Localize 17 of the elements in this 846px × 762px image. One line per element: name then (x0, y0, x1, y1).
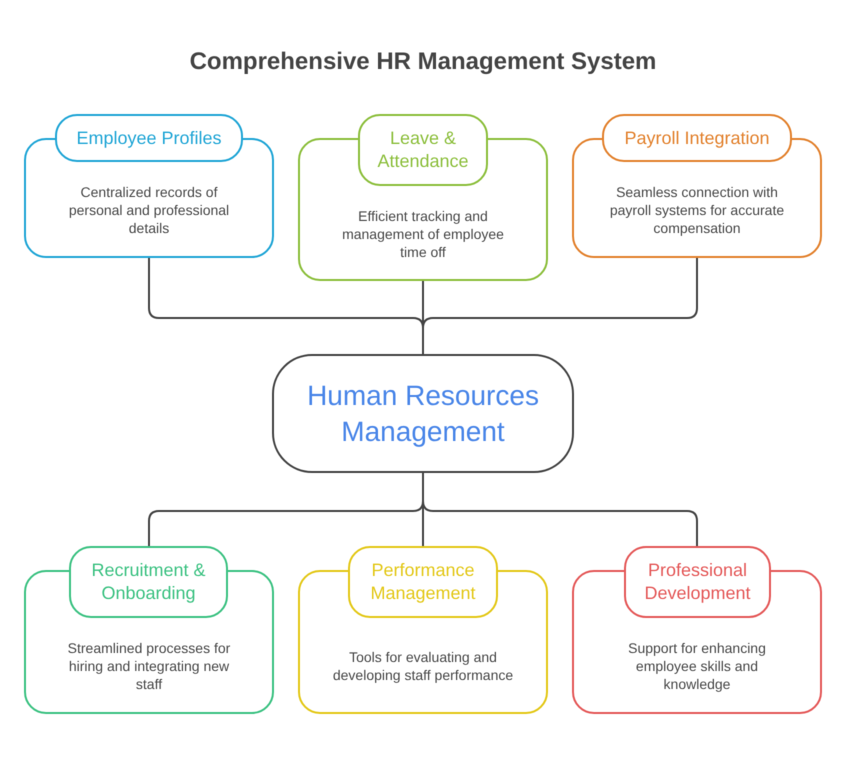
description-text: Streamlined processes for hiring and integrating new staff (66, 639, 232, 693)
category-heading: Professional Development (624, 546, 771, 618)
central-box (272, 354, 574, 473)
description-text: Support for enhancing employee skills and knowledge (627, 639, 767, 693)
category-heading: Leave & Attendance (358, 114, 488, 186)
connector-line (422, 473, 698, 546)
category-heading: Payroll Integration (602, 114, 792, 162)
description-text: Centralized records of personal and professional details (68, 183, 230, 237)
connector-line (422, 258, 698, 354)
diagram-title: Comprehensive HR Management System (190, 47, 656, 77)
category-heading: Recruitment & Onboarding (69, 546, 228, 618)
category-heading: Performance Management (348, 546, 498, 618)
description-text: Tools for evaluating and developing staff performance (332, 648, 514, 684)
description-text: Seamless connection with payroll systems for accurate compensation (608, 183, 786, 237)
category-heading: Employee Profiles (55, 114, 243, 162)
description-text: Efficient tracking and management of employee time off (341, 206, 505, 260)
central-title: Human Resources Management (306, 378, 540, 449)
